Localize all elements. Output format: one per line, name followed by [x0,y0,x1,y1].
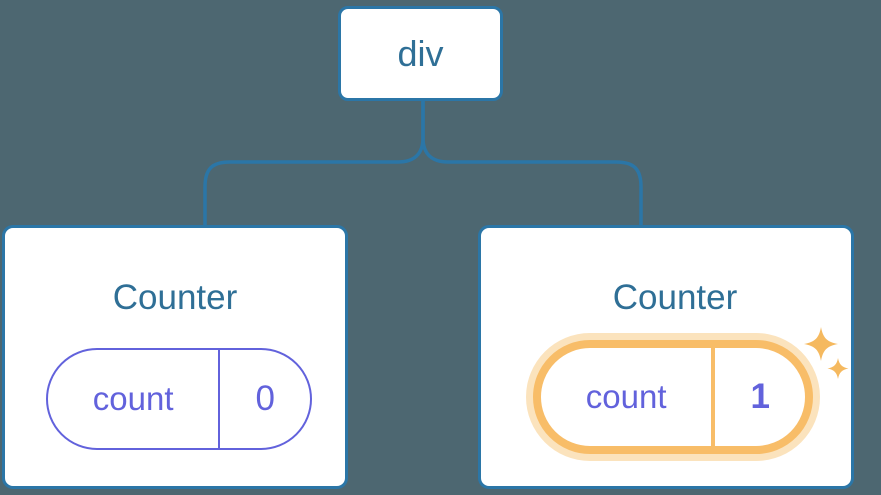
root-node-label: div [397,32,444,74]
sparkle-small [827,358,849,379]
state-value: 1 [711,348,805,446]
root-node: div [338,6,503,101]
state-key-label: count [585,378,667,415]
state-pill-highlighted: count 1 [533,340,813,454]
state-pill: count 0 [46,348,312,450]
state-key-label: count [92,380,174,417]
card-title: Counter [612,278,738,317]
card-title: Counter [112,278,238,317]
connector-left-branch [203,100,425,226]
state-value: 0 [218,350,310,448]
counter-card-right: Counter count 1 [478,225,854,489]
counter-card-left: Counter count 0 [2,225,348,489]
sparkle-large [804,327,838,361]
connector-right-branch [421,100,643,226]
